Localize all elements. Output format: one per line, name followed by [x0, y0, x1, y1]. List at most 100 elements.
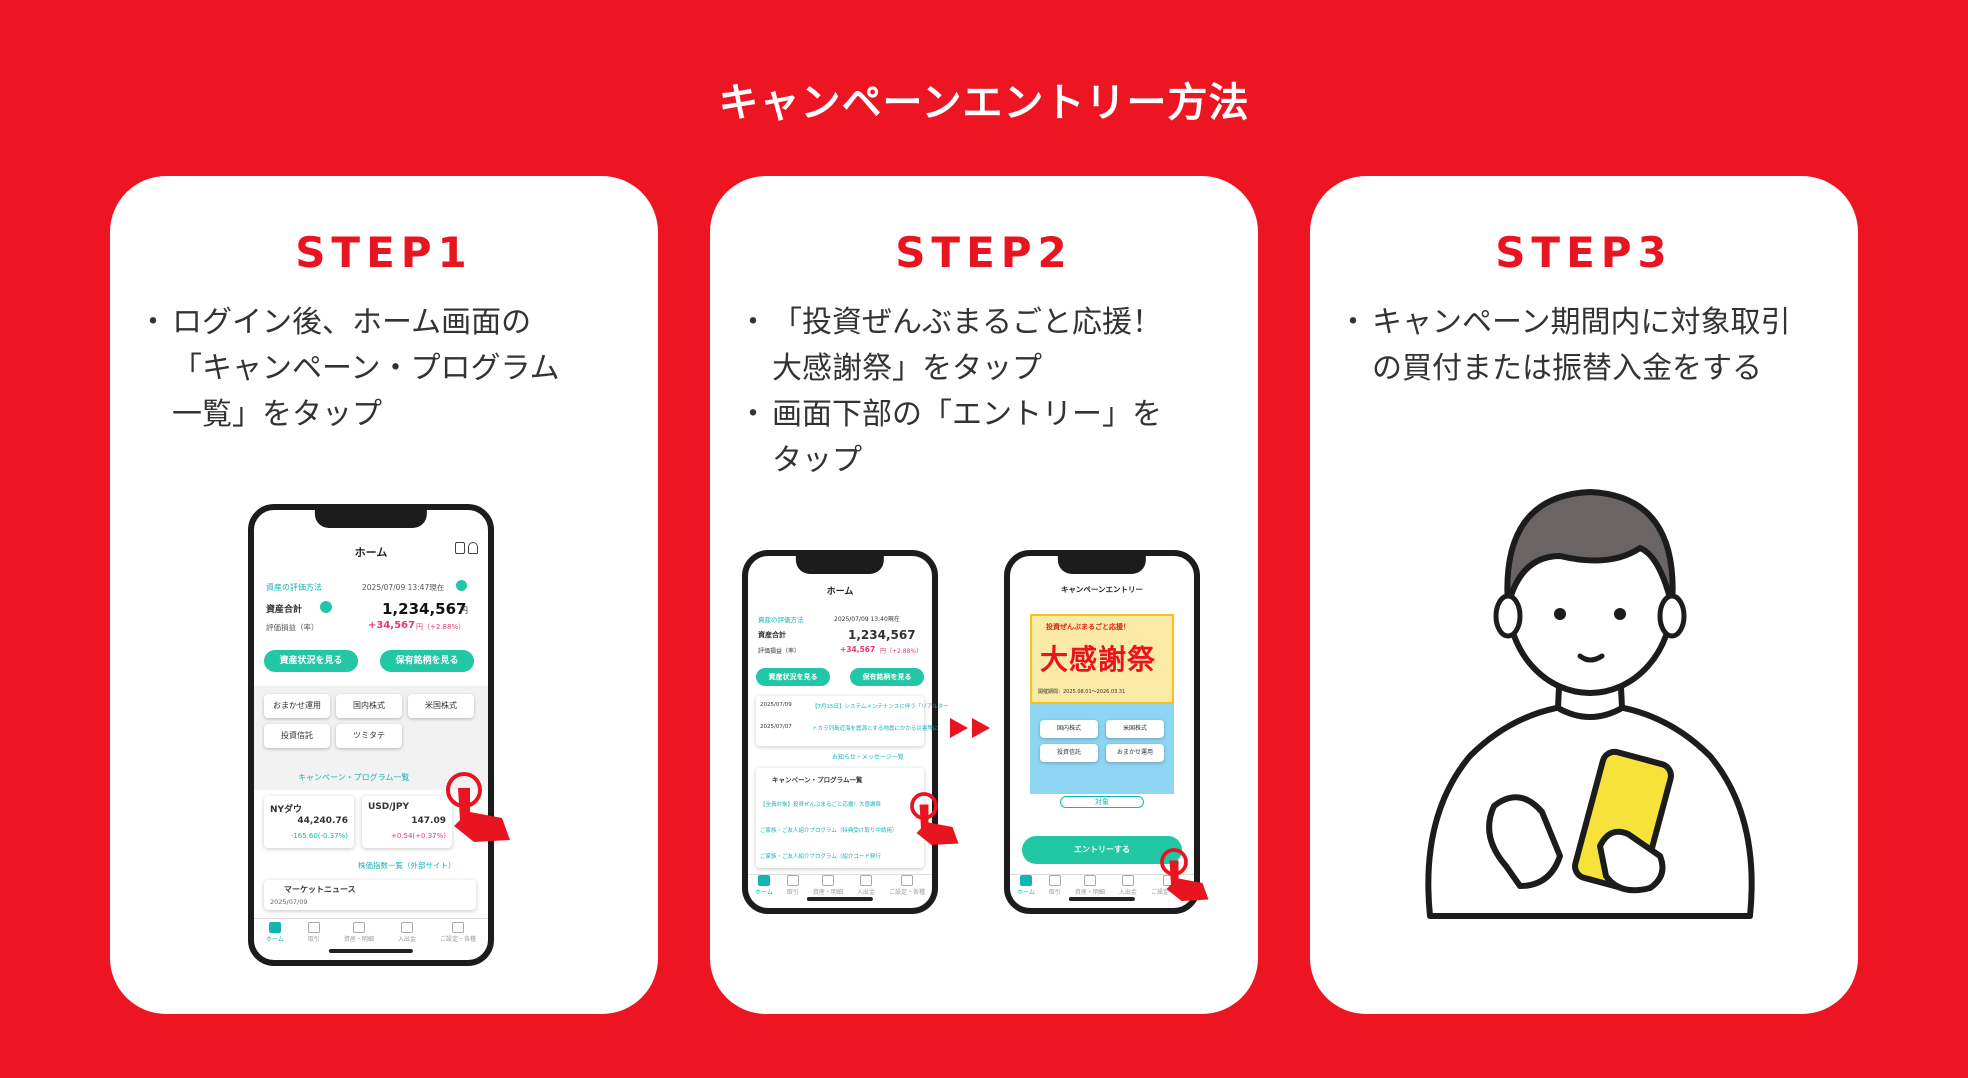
step3-bullets: キャンペーン期間内に対象取引 の買付または振替入金をする: [1338, 300, 1838, 392]
step3-bullet-1: キャンペーン期間内に対象取引 の買付または振替入金をする: [1338, 300, 1838, 392]
tab-assets[interactable]: 資産・明細: [344, 919, 374, 946]
campaign-item-thanks[interactable]: 【全員対象】投資ぜんぶまるごと応援！大感謝祭: [760, 802, 882, 808]
tab-home[interactable]: ホーム: [1017, 875, 1035, 896]
banner-title: 大感謝祭: [1040, 643, 1157, 676]
banner-subtitle: 投資ぜんぶまるごと応援！: [1046, 623, 1130, 631]
chip-omakase[interactable]: おまかせ運用: [264, 694, 330, 718]
bell-icon[interactable]: [468, 542, 478, 554]
eval-method-link[interactable]: 資産の評価方法: [758, 616, 804, 624]
campaign-banner[interactable]: 投資ぜんぶまるごと応援！ 大感謝祭 開催期間：2025.08.01～2026.0…: [1030, 614, 1174, 704]
target-label: 対象: [1060, 796, 1144, 808]
tab-home[interactable]: ホーム: [266, 919, 284, 946]
campaign-detail-area: 国内株式 米国株式 投資信託 おまかせ運用: [1030, 704, 1174, 794]
total-label: 資産合計: [758, 631, 786, 639]
step2-label: STEP2: [895, 228, 1073, 277]
total-value: 1,234,567: [382, 600, 467, 618]
tab-trade[interactable]: 取引: [308, 919, 320, 946]
tap-hand-icon: [910, 792, 959, 845]
step2-bullets: 「投資ぜんぶまるごと応援！ 大感謝祭」をタップ 画面下部の「エントリー」を タッ…: [738, 300, 1238, 484]
bottom-tab-bar: ホーム 取引 資産・明細 入出金 ご設定・各種: [748, 874, 932, 896]
document-icon[interactable]: [455, 542, 465, 554]
grid-domestic: 国内株式: [1040, 720, 1098, 738]
asset-date: 2025/07/09 13:47現在: [362, 583, 445, 592]
notice-panel[interactable]: 2025/07/09 【7月15日】システムメンテナンスに伴う「リアルター 20…: [756, 696, 949, 746]
home-header: ホーム: [826, 587, 854, 597]
tab-deposit[interactable]: 入出金: [1119, 875, 1137, 896]
pl-value: +34,567: [840, 645, 876, 654]
refresh-icon[interactable]: [456, 580, 467, 591]
step1-card: STEP1 ログイン後、ホーム画面の 「キャンペーン・プログラム 一覧」をタップ…: [110, 176, 658, 1014]
banner-period: 開催期間：2025.08.01～2026.03.31: [1038, 689, 1126, 695]
header-icons: [455, 542, 478, 554]
market-news-date: 2025/07/09: [270, 898, 308, 906]
notice-list-link[interactable]: お知らせ・メッセージ一覧: [832, 754, 904, 761]
tap-hand-icon: [446, 772, 510, 842]
view-assets-button[interactable]: 資産状況を見る: [756, 668, 830, 686]
pl-label: 評価損益（率）: [758, 648, 801, 655]
ny-dow-value: 44,240.76: [297, 816, 348, 826]
index-list-link[interactable]: 株価指数一覧（外部サイト）: [358, 861, 456, 870]
notice-1-date: 2025/07/09: [760, 702, 792, 708]
campaign-item-referral[interactable]: ご家族・ご友人紹介プログラム（特典受け取り中請用）: [760, 828, 898, 834]
usd-jpy-change: +0.54(+0.37%): [390, 832, 446, 840]
campaign-list-link[interactable]: キャンペーン・プログラム一覧: [298, 773, 410, 782]
ny-dow-card[interactable]: NYダウ 44,240.76 -165.60(-0.37%): [264, 796, 354, 848]
tap-hand-icon: [1160, 848, 1209, 901]
step3-label: STEP3: [1495, 228, 1673, 277]
entry-button[interactable]: エントリーする: [1022, 836, 1182, 864]
chip-domestic[interactable]: 国内株式: [336, 694, 402, 718]
ny-dow-change: -165.60(-0.37%): [290, 832, 348, 840]
usd-jpy-label: USD/JPY: [368, 802, 410, 812]
chip-fund[interactable]: 投資信託: [264, 724, 330, 748]
eval-method-link[interactable]: 資産の評価方法: [266, 583, 322, 592]
notice-1-text[interactable]: 【7月15日】システムメンテナンスに伴う「リアルター: [812, 704, 949, 710]
view-holdings-button[interactable]: 保有銘柄を見る: [850, 668, 924, 686]
asset-date: 2025/07/09 13:40現在: [834, 616, 900, 623]
usd-jpy-card[interactable]: USD/JPY 147.09 +0.54(+0.37%): [362, 796, 452, 848]
tab-trade[interactable]: 取引: [787, 875, 799, 896]
market-news-title: マーケットニュース: [284, 885, 356, 894]
tab-assets[interactable]: 資産・明細: [813, 875, 843, 896]
tab-settings[interactable]: ご設定・各種: [889, 875, 925, 896]
view-assets-button[interactable]: 資産状況を見る: [264, 650, 358, 672]
step2-bullet-1: 「投資ぜんぶまるごと応援！ 大感謝祭」をタップ: [738, 300, 1238, 392]
total-value: 1,234,567: [848, 628, 916, 642]
yen-label: 円: [460, 606, 468, 615]
step1-phone: ホーム 資産の評価方法 2025/07/09 13:47現在 資産合計 1,23…: [248, 504, 494, 966]
home-indicator: [1068, 897, 1136, 901]
page-title: キャンペーンエントリー方法: [718, 80, 1250, 126]
campaign-list-title: キャンペーン・プログラム一覧: [772, 776, 863, 784]
market-news-panel[interactable]: マーケットニュース 2025/07/09: [264, 880, 476, 910]
tab-trade[interactable]: 取引: [1049, 875, 1061, 896]
next-arrows-icon: [950, 718, 990, 738]
ny-dow-label: NYダウ: [270, 805, 303, 815]
step2-campaign-phone: キャンペーンエントリー 投資ぜんぶまるごと応援！ 大感謝祭 開催期間：2025.…: [1004, 550, 1200, 914]
tab-settings[interactable]: ご設定・各種: [440, 919, 476, 946]
pl-value: +34,567: [368, 620, 415, 631]
tab-deposit[interactable]: 入出金: [857, 875, 875, 896]
tab-deposit[interactable]: 入出金: [398, 919, 416, 946]
tab-assets[interactable]: 資産・明細: [1075, 875, 1105, 896]
usd-jpy-value: 147.09: [411, 816, 446, 826]
campaign-entry-header: キャンペーンエントリー: [1060, 585, 1144, 594]
pl-rate: 円（+2.88%）: [416, 623, 466, 631]
bottom-tab-bar: ホーム 取引 資産・明細 入出金 ご設定・各種: [254, 918, 488, 946]
tab-settings[interactable]: ご設定・各種: [1151, 875, 1187, 896]
tab-home[interactable]: ホーム: [755, 875, 773, 896]
total-info-icon[interactable]: [320, 601, 332, 613]
phone-notch: [795, 554, 885, 574]
step3-card: STEP3 キャンペーン期間内に対象取引 の買付または振替入金をする: [1310, 176, 1858, 1014]
view-holdings-button[interactable]: 保有銘柄を見る: [380, 650, 474, 672]
campaign-list-panel[interactable]: キャンペーン・プログラム一覧 【全員対象】投資ぜんぶまるごと応援！大感謝祭 ご家…: [756, 768, 924, 868]
grid-fund: 投資信託: [1040, 744, 1098, 762]
total-label: 資産合計: [266, 605, 303, 615]
chip-us[interactable]: 米国株式: [408, 694, 474, 718]
notice-2-text[interactable]: トカラ列島近海を震源とする地震にかかる災害等に: [812, 726, 939, 732]
phone-notch: [1057, 554, 1147, 574]
pl-rate: 円（+2.88%）: [880, 648, 923, 655]
person-with-phone-illustration: [1425, 489, 1755, 919]
step1-label: STEP1: [295, 228, 473, 277]
campaign-item-referral-code[interactable]: ご家族・ご友人紹介プログラム（紹介コード発行: [760, 854, 881, 860]
step1-bullet-1: ログイン後、ホーム画面の 「キャンペーン・プログラム 一覧」をタップ: [138, 300, 638, 438]
chip-tsumitate[interactable]: ツミタテ: [336, 724, 402, 748]
